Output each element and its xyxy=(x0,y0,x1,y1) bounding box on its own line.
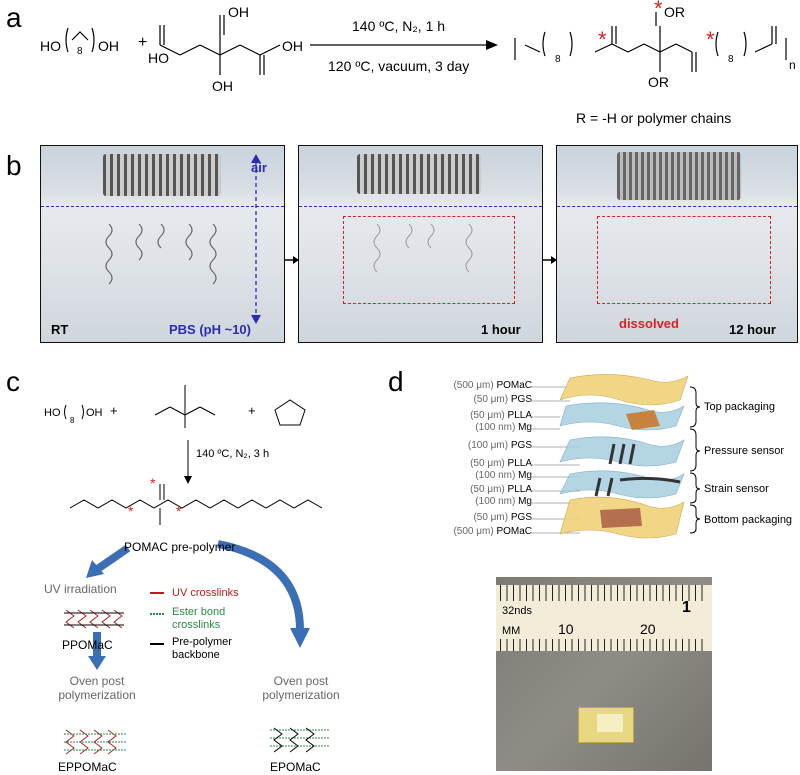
c-oven-1: Oven post polymerization xyxy=(58,674,136,702)
ruler-1: 1 xyxy=(682,599,691,616)
a-monomer1-ho: HO xyxy=(40,38,61,54)
water-line xyxy=(41,206,284,207)
a-r-note: R = -H or polymer chains xyxy=(576,110,732,126)
device-photo: 32nds 1 MM 10 20 xyxy=(496,577,712,771)
a-citric-oh-bottom: OH xyxy=(212,78,233,94)
a-monomer1-sub: 8 xyxy=(77,46,83,57)
water-line xyxy=(299,206,542,207)
a-condition-1: 140 ºC, N₂, 1 h xyxy=(352,18,446,34)
c-plus-2: + xyxy=(248,403,256,418)
arrow-b2 xyxy=(543,256,557,264)
layer-0: (500 μm) POMaC xyxy=(453,380,532,391)
a-product-sub-1: 8 xyxy=(555,54,561,65)
c-prepolymer-label: POMAC pre-polymer xyxy=(124,540,236,554)
label-rt: RT xyxy=(51,322,69,337)
ruler-10: 10 xyxy=(558,621,574,637)
ruler-ticks-top xyxy=(500,585,708,601)
panel-label-a: a xyxy=(6,2,22,33)
device-mesh xyxy=(617,152,741,200)
group-strain-sensor: Strain sensor xyxy=(704,483,769,495)
panel-label-d: d xyxy=(388,366,404,397)
label-12-hour: 12 hour xyxy=(729,322,776,337)
svg-text:*: * xyxy=(176,503,182,519)
device-mesh xyxy=(103,154,221,196)
ruler: 32nds 1 MM 10 20 xyxy=(496,585,712,651)
a-condition-2: 120 ºC, vacuum, 3 day xyxy=(328,58,470,74)
photo-12-hour: dissolved 12 hour xyxy=(556,145,798,343)
device-sample xyxy=(578,707,634,743)
svg-text:*: * xyxy=(150,475,156,491)
c-uv-label: UV irradiation xyxy=(44,582,117,596)
panel-label-c: c xyxy=(6,366,20,397)
c-ho: HO xyxy=(44,407,61,419)
ruler-ticks-bottom xyxy=(500,639,708,651)
a-product-n: n xyxy=(789,58,796,72)
layer-6: (100 nm) Mg xyxy=(475,470,532,481)
svg-text:*: * xyxy=(654,0,663,21)
arrow-b1 xyxy=(285,256,299,264)
label-dissolved: dissolved xyxy=(619,316,679,331)
a-product-or-bottom: OR xyxy=(648,74,669,90)
air-pbs-arrow xyxy=(251,154,261,324)
c-ppomac: PPOMaC xyxy=(62,638,113,652)
dissolved-region xyxy=(597,216,771,304)
layer-3: (100 nm) Mg xyxy=(475,422,532,433)
layer-7: (50 μm) PLLA xyxy=(470,484,532,495)
layer-9: (50 μm) PGS xyxy=(473,512,532,523)
a-citric-oh-top: OH xyxy=(228,4,249,20)
a-monomer1-oh: OH xyxy=(98,38,119,54)
device-window xyxy=(597,714,623,732)
ruler-32nds: 32nds xyxy=(502,605,532,617)
dissolving-region xyxy=(343,216,515,304)
a-plus: + xyxy=(138,34,148,51)
c-condition: 140 ºC, N₂, 3 h xyxy=(196,448,270,460)
c-oh: OH xyxy=(86,407,103,419)
label-pbs: PBS (pH ~10) xyxy=(169,322,251,337)
label-1-hour: 1 hour xyxy=(481,322,521,337)
serpentine-sensors xyxy=(105,224,217,285)
scheme-a: * * * xyxy=(65,0,787,75)
c-sub: 8 xyxy=(70,416,75,425)
label-air: air xyxy=(251,160,267,175)
photo-rt: air RT PBS (pH ~10) xyxy=(40,145,285,343)
svg-text:*: * xyxy=(128,503,134,519)
layer-1: (50 μm) PGS xyxy=(473,394,532,405)
group-bottom-packaging: Bottom packaging xyxy=(704,514,793,526)
layer-10: (500 μm) POMaC xyxy=(453,526,532,537)
layer-2: (50 μm) PLLA xyxy=(470,410,532,421)
svg-text:*: * xyxy=(598,27,607,52)
exploded-device xyxy=(530,374,689,539)
photo-1-hour: 1 hour xyxy=(298,145,543,343)
group-braces xyxy=(689,386,701,534)
svg-text:*: * xyxy=(706,27,715,52)
layer-8: (100 nm) Mg xyxy=(475,496,532,507)
ruler-20: 20 xyxy=(640,621,656,637)
c-legend-backbone: Pre-polymer backbone xyxy=(172,636,232,661)
layer-5: (50 μm) PLLA xyxy=(470,458,532,469)
a-citric-ho-left: HO xyxy=(148,50,169,66)
a-product-or-top: OR xyxy=(664,4,685,20)
device-mesh xyxy=(357,154,481,194)
c-legend-ester: Ester bond crosslinks xyxy=(172,606,226,631)
layer-4: (100 μm) PGS xyxy=(467,440,532,451)
group-top-packaging: Top packaging xyxy=(704,401,775,413)
group-pressure-sensor: Pressure sensor xyxy=(704,445,785,457)
c-eppomac: EPPOMaC xyxy=(58,760,117,774)
c-oven-2: Oven post polymerization xyxy=(262,674,340,702)
panel-label-b: b xyxy=(6,150,22,181)
a-product-sub-2: 8 xyxy=(728,54,734,65)
water-line xyxy=(557,206,797,207)
ruler-mm: MM xyxy=(502,625,521,637)
a-citric-oh-right: OH xyxy=(282,38,303,54)
c-epomac: EPOMaC xyxy=(270,760,321,774)
c-plus-1: + xyxy=(110,403,118,418)
c-legend-uv: UV crosslinks xyxy=(172,587,239,599)
serpentine-sensors xyxy=(373,224,473,273)
scheme-c: * * * xyxy=(64,385,330,755)
